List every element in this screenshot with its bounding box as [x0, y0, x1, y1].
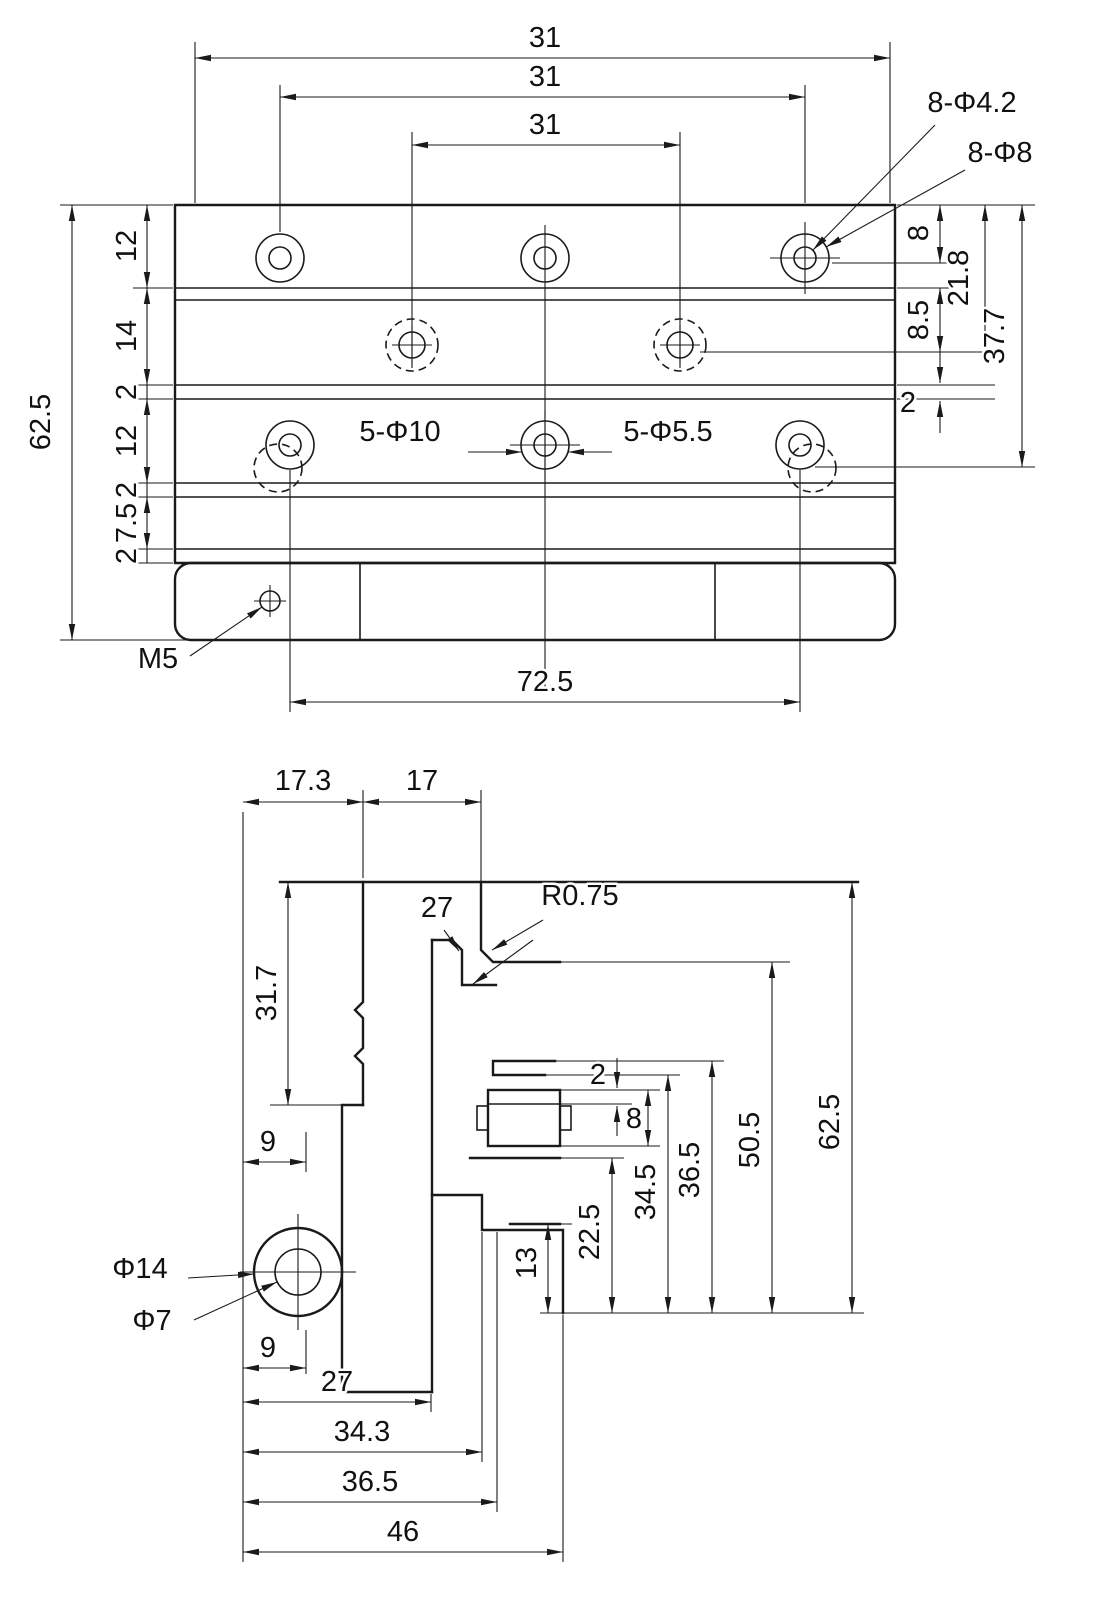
rail-outline — [173, 561, 897, 642]
side-view-labels: 17.3 17 27 R0.75 31.7 9 Φ14 Φ7 9 2 8 13 … — [110, 763, 849, 1551]
inner-shelf — [430, 938, 498, 987]
dim-label-top-17-3: 17.3 — [275, 765, 331, 797]
hole-callout-5xd5-5: 5-Φ5.5 — [623, 416, 712, 448]
m5-thread-hole — [254, 585, 286, 617]
dim-label-left-12b: 12 — [111, 425, 143, 457]
dim-label-bottom-36-5: 36.5 — [342, 1466, 398, 1498]
guide-block — [486, 1088, 562, 1148]
dim-label-right-2: 2 — [900, 387, 916, 419]
thread-callout-m5: M5 — [138, 643, 178, 675]
dim-label-36-5-right: 36.5 — [674, 1142, 706, 1198]
side-view-dimension-lines — [187, 798, 856, 1556]
mid-edges — [491, 1059, 557, 1077]
lower-edges — [468, 1156, 562, 1226]
radius-callout-r0-75: R0.75 — [541, 880, 618, 912]
dim-label-right-8: 8 — [903, 225, 935, 241]
lower-steps — [430, 1193, 565, 1315]
top-view-extension-lines — [60, 42, 1035, 712]
dim-label-bottom-46: 46 — [387, 1516, 419, 1548]
top-view-labels: 31 31 31 8-Φ4.2 8-Φ8 8 8.5 21.8 37.7 2 6… — [23, 20, 1036, 701]
dim-label-left-2b: 2 — [111, 482, 143, 498]
dim-label-50-5: 50.5 — [734, 1112, 766, 1168]
dim-label-left-7-5: 7.5 — [111, 503, 143, 543]
dim-label-left-2c: 2 — [111, 548, 143, 564]
top-view-dimension-lines — [68, 54, 1026, 706]
hole-row-middle-dashed — [385, 318, 707, 372]
dim-label-31-7: 31.7 — [251, 965, 283, 1021]
dim-label-gap-2: 2 — [590, 1059, 606, 1091]
dim-label-62-5-right: 62.5 — [814, 1094, 846, 1150]
groove-lines — [175, 287, 895, 550]
dim-label-bottom-72-5: 72.5 — [517, 666, 573, 698]
hole-callout-5xd10: 5-Φ10 — [359, 416, 440, 448]
dim-label-top-17: 17 — [406, 765, 438, 797]
dim-label-22-5: 22.5 — [574, 1204, 606, 1260]
dim-label-width-mid: 31 — [529, 61, 561, 93]
dim-label-34-5: 34.5 — [630, 1164, 662, 1220]
dim-label-width-outer: 31 — [529, 22, 561, 54]
dim-label-bottom-27: 27 — [321, 1366, 353, 1398]
dim-label-right-8-5: 8.5 — [903, 300, 935, 340]
dim-label-27-leader: 27 — [421, 892, 453, 924]
dim-label-bottom-34-3: 34.3 — [334, 1416, 390, 1448]
dim-label-left-62-5: 62.5 — [25, 394, 57, 450]
dia-callout-14: Φ14 — [112, 1253, 167, 1285]
dim-label-right-37-7: 37.7 — [979, 308, 1011, 364]
plate-outline — [173, 203, 897, 565]
top-view-part-geometry — [173, 203, 897, 642]
guide-block-left-tab — [476, 1105, 489, 1131]
hole-callout-8xd4-2: 8-Φ4.2 — [927, 87, 1016, 119]
hole-row-top — [255, 222, 840, 294]
dia-callout-7: Φ7 — [132, 1305, 171, 1337]
guide-block-right-tab — [559, 1105, 572, 1131]
left-face-with-grooves — [353, 880, 365, 1107]
dim-label-9-lower: 9 — [260, 1332, 276, 1364]
side-view-part-geometry — [240, 880, 860, 1394]
dim-label-13: 13 — [511, 1247, 543, 1279]
dim-label-width-inner: 31 — [529, 109, 561, 141]
side-view: 17.3 17 27 R0.75 31.7 9 Φ14 Φ7 9 2 8 13 … — [110, 763, 864, 1562]
top-view: 31 31 31 8-Φ4.2 8-Φ8 8 8.5 21.8 37.7 2 6… — [23, 20, 1036, 712]
dim-label-9-upper: 9 — [260, 1126, 276, 1158]
dim-label-right-21-8: 21.8 — [943, 250, 975, 306]
bolt-crosshair — [240, 1214, 356, 1330]
rail-segment-lines — [359, 563, 716, 640]
dim-label-left-2a: 2 — [111, 384, 143, 400]
dim-label-gap-8: 8 — [626, 1103, 642, 1135]
left-lower-body — [340, 1103, 434, 1394]
hole-callout-8xd8: 8-Φ8 — [967, 137, 1032, 169]
dim-label-left-12a: 12 — [111, 230, 143, 262]
dim-label-left-14: 14 — [111, 320, 143, 352]
